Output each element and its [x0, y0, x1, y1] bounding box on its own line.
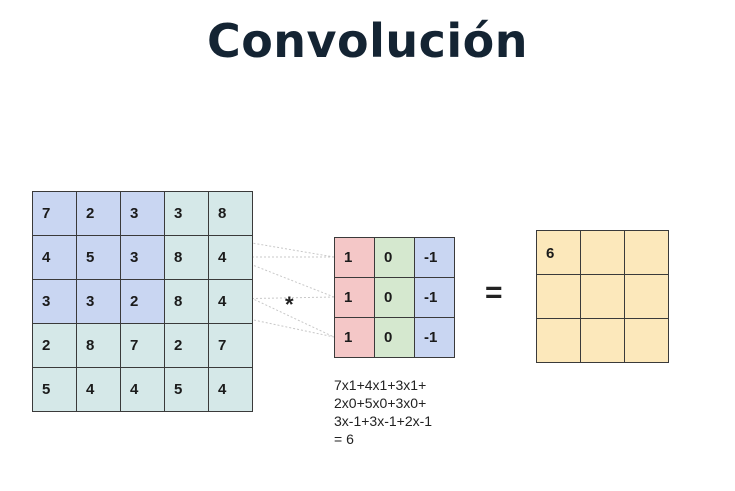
- input-cell: 8: [165, 280, 209, 324]
- input-cell: 2: [33, 324, 77, 368]
- input-cell: 3: [121, 192, 165, 236]
- calculation-line: = 6: [334, 431, 354, 447]
- input-cell: 3: [165, 192, 209, 236]
- input-cell: 4: [121, 368, 165, 412]
- input-cell: 3: [121, 236, 165, 280]
- input-cell: 2: [165, 324, 209, 368]
- input-cell: 8: [77, 324, 121, 368]
- kernel-cell: -1: [415, 318, 455, 358]
- input-cell: 3: [77, 280, 121, 324]
- output-cell: [537, 275, 581, 319]
- input-cell: 2: [77, 192, 121, 236]
- kernel-cell: 1: [335, 278, 375, 318]
- input-cell: 4: [209, 236, 253, 280]
- input-cell: 4: [209, 280, 253, 324]
- input-cell: 5: [165, 368, 209, 412]
- kernel-cell: -1: [415, 238, 455, 278]
- output-cell: 6: [537, 231, 581, 275]
- calculation-line: 3x-1+3x-1+2x-1: [334, 413, 433, 429]
- output-cell: [537, 319, 581, 363]
- input-cell: 7: [33, 192, 77, 236]
- input-cell: 4: [33, 236, 77, 280]
- multiply-operator: *: [285, 292, 294, 317]
- output-cell: [581, 275, 625, 319]
- page-title: Convolución: [206, 14, 529, 68]
- calculation-text: 7x1+4x1+3x1+ 2x0+5x0+3x0+ 3x-1+3x-1+2x-1…: [334, 376, 432, 448]
- output-cell: [625, 231, 669, 275]
- input-cell: 8: [165, 236, 209, 280]
- kernel-cell: -1: [415, 278, 455, 318]
- input-cell: 7: [209, 324, 253, 368]
- kernel-cell: 1: [335, 318, 375, 358]
- kernel-cell: 0: [375, 318, 415, 358]
- input-cell: 7: [121, 324, 165, 368]
- input-cell: 5: [33, 368, 77, 412]
- input-cell: 3: [33, 280, 77, 324]
- kernel-cell: 1: [335, 238, 375, 278]
- output-matrix: 6: [536, 230, 669, 363]
- input-cell: 5: [77, 236, 121, 280]
- calculation-line: 2x0+5x0+3x0+: [334, 395, 427, 411]
- equals-operator: =: [485, 276, 503, 309]
- output-cell: [581, 231, 625, 275]
- input-cell: 4: [209, 368, 253, 412]
- input-cell: 2: [121, 280, 165, 324]
- output-cell: [581, 319, 625, 363]
- input-cell: 8: [209, 192, 253, 236]
- output-cell: [625, 319, 669, 363]
- calculation-line: 7x1+4x1+3x1+: [334, 377, 427, 393]
- input-cell: 4: [77, 368, 121, 412]
- output-cell: [625, 275, 669, 319]
- kernel-cell: 0: [375, 238, 415, 278]
- kernel-cell: 0: [375, 278, 415, 318]
